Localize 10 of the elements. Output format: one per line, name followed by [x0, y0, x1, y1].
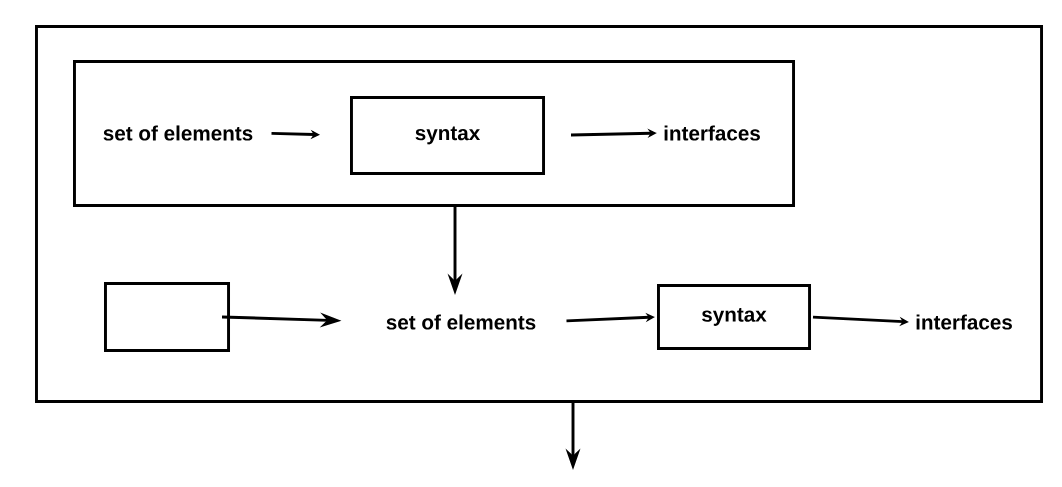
empty-box: [104, 282, 230, 352]
text-label: interfaces: [664, 125, 760, 141]
arrow: [566, 312, 655, 323]
text-box: syntax: [350, 96, 545, 175]
text-label: interfaces: [916, 314, 1012, 330]
frame-box: [73, 60, 795, 207]
text-label: set of elements: [103, 125, 253, 141]
text-box: syntax: [657, 284, 811, 350]
frame-box: [35, 25, 1043, 403]
text-label: set of elements: [386, 314, 536, 330]
